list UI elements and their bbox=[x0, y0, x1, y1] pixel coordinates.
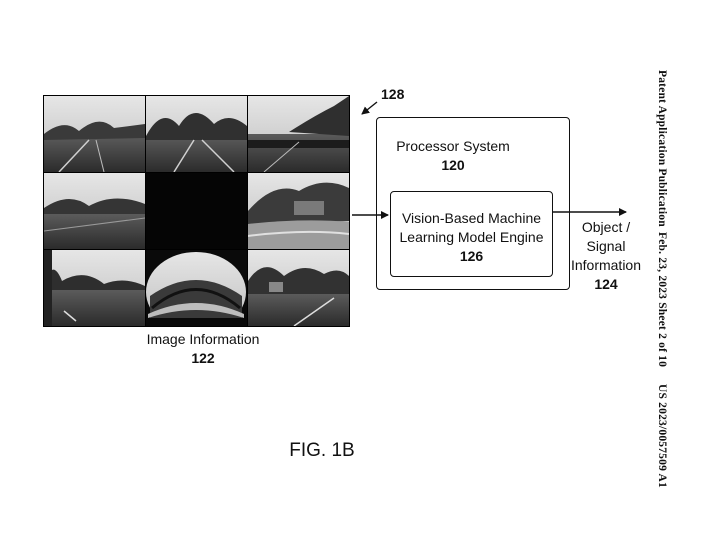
processor-system-label: Processor System 120 bbox=[376, 137, 530, 175]
camera-tile-rear-fisheye bbox=[146, 250, 247, 326]
object-signal-line2: Signal bbox=[586, 238, 626, 254]
processor-pointer-number: 128 bbox=[381, 86, 405, 102]
processor-system-box bbox=[376, 117, 570, 290]
camera-tile-right-pillar bbox=[247, 173, 349, 249]
patent-date-sheet: Feb. 23, 2023 Sheet 2 of 10 bbox=[656, 232, 668, 368]
ml-engine-label: Vision-Based Machine Learning Model Engi… bbox=[390, 209, 553, 266]
patent-publication-header: Patent Application Publication bbox=[656, 70, 668, 227]
camera-tile-rear-left bbox=[44, 250, 145, 326]
grid-separators bbox=[44, 96, 349, 326]
object-signal-label: Object / Signal Information 124 bbox=[562, 218, 650, 294]
ml-engine-box bbox=[390, 191, 553, 277]
camera-image-grid bbox=[43, 95, 350, 327]
camera-tile-left-pillar bbox=[44, 173, 146, 249]
processor-system-number: 120 bbox=[441, 157, 465, 173]
image-information-number: 122 bbox=[191, 350, 215, 366]
ml-engine-line2: Learning Model Engine bbox=[399, 229, 544, 245]
camera-tile-front-right bbox=[248, 96, 349, 173]
camera-tile-blank bbox=[146, 173, 247, 249]
camera-tile-front-main bbox=[146, 96, 247, 173]
figure-caption: FIG. 1B bbox=[289, 440, 355, 461]
object-signal-line1: Object / bbox=[581, 219, 631, 235]
object-signal-number: 124 bbox=[594, 276, 618, 292]
image-information-text: Image Information bbox=[146, 331, 260, 347]
processor-system-text: Processor System bbox=[396, 138, 510, 154]
ml-engine-number: 126 bbox=[459, 248, 484, 264]
ml-engine-line1: Vision-Based Machine bbox=[401, 210, 542, 226]
camera-tile-rear-right bbox=[248, 250, 349, 326]
object-signal-line3: Information bbox=[570, 257, 642, 273]
patent-number: US 2023/0057509 A1 bbox=[656, 384, 668, 488]
camera-tile-front-left bbox=[44, 96, 145, 173]
pointer-arrow bbox=[361, 101, 378, 115]
image-information-label: Image Information 122 bbox=[123, 330, 283, 368]
